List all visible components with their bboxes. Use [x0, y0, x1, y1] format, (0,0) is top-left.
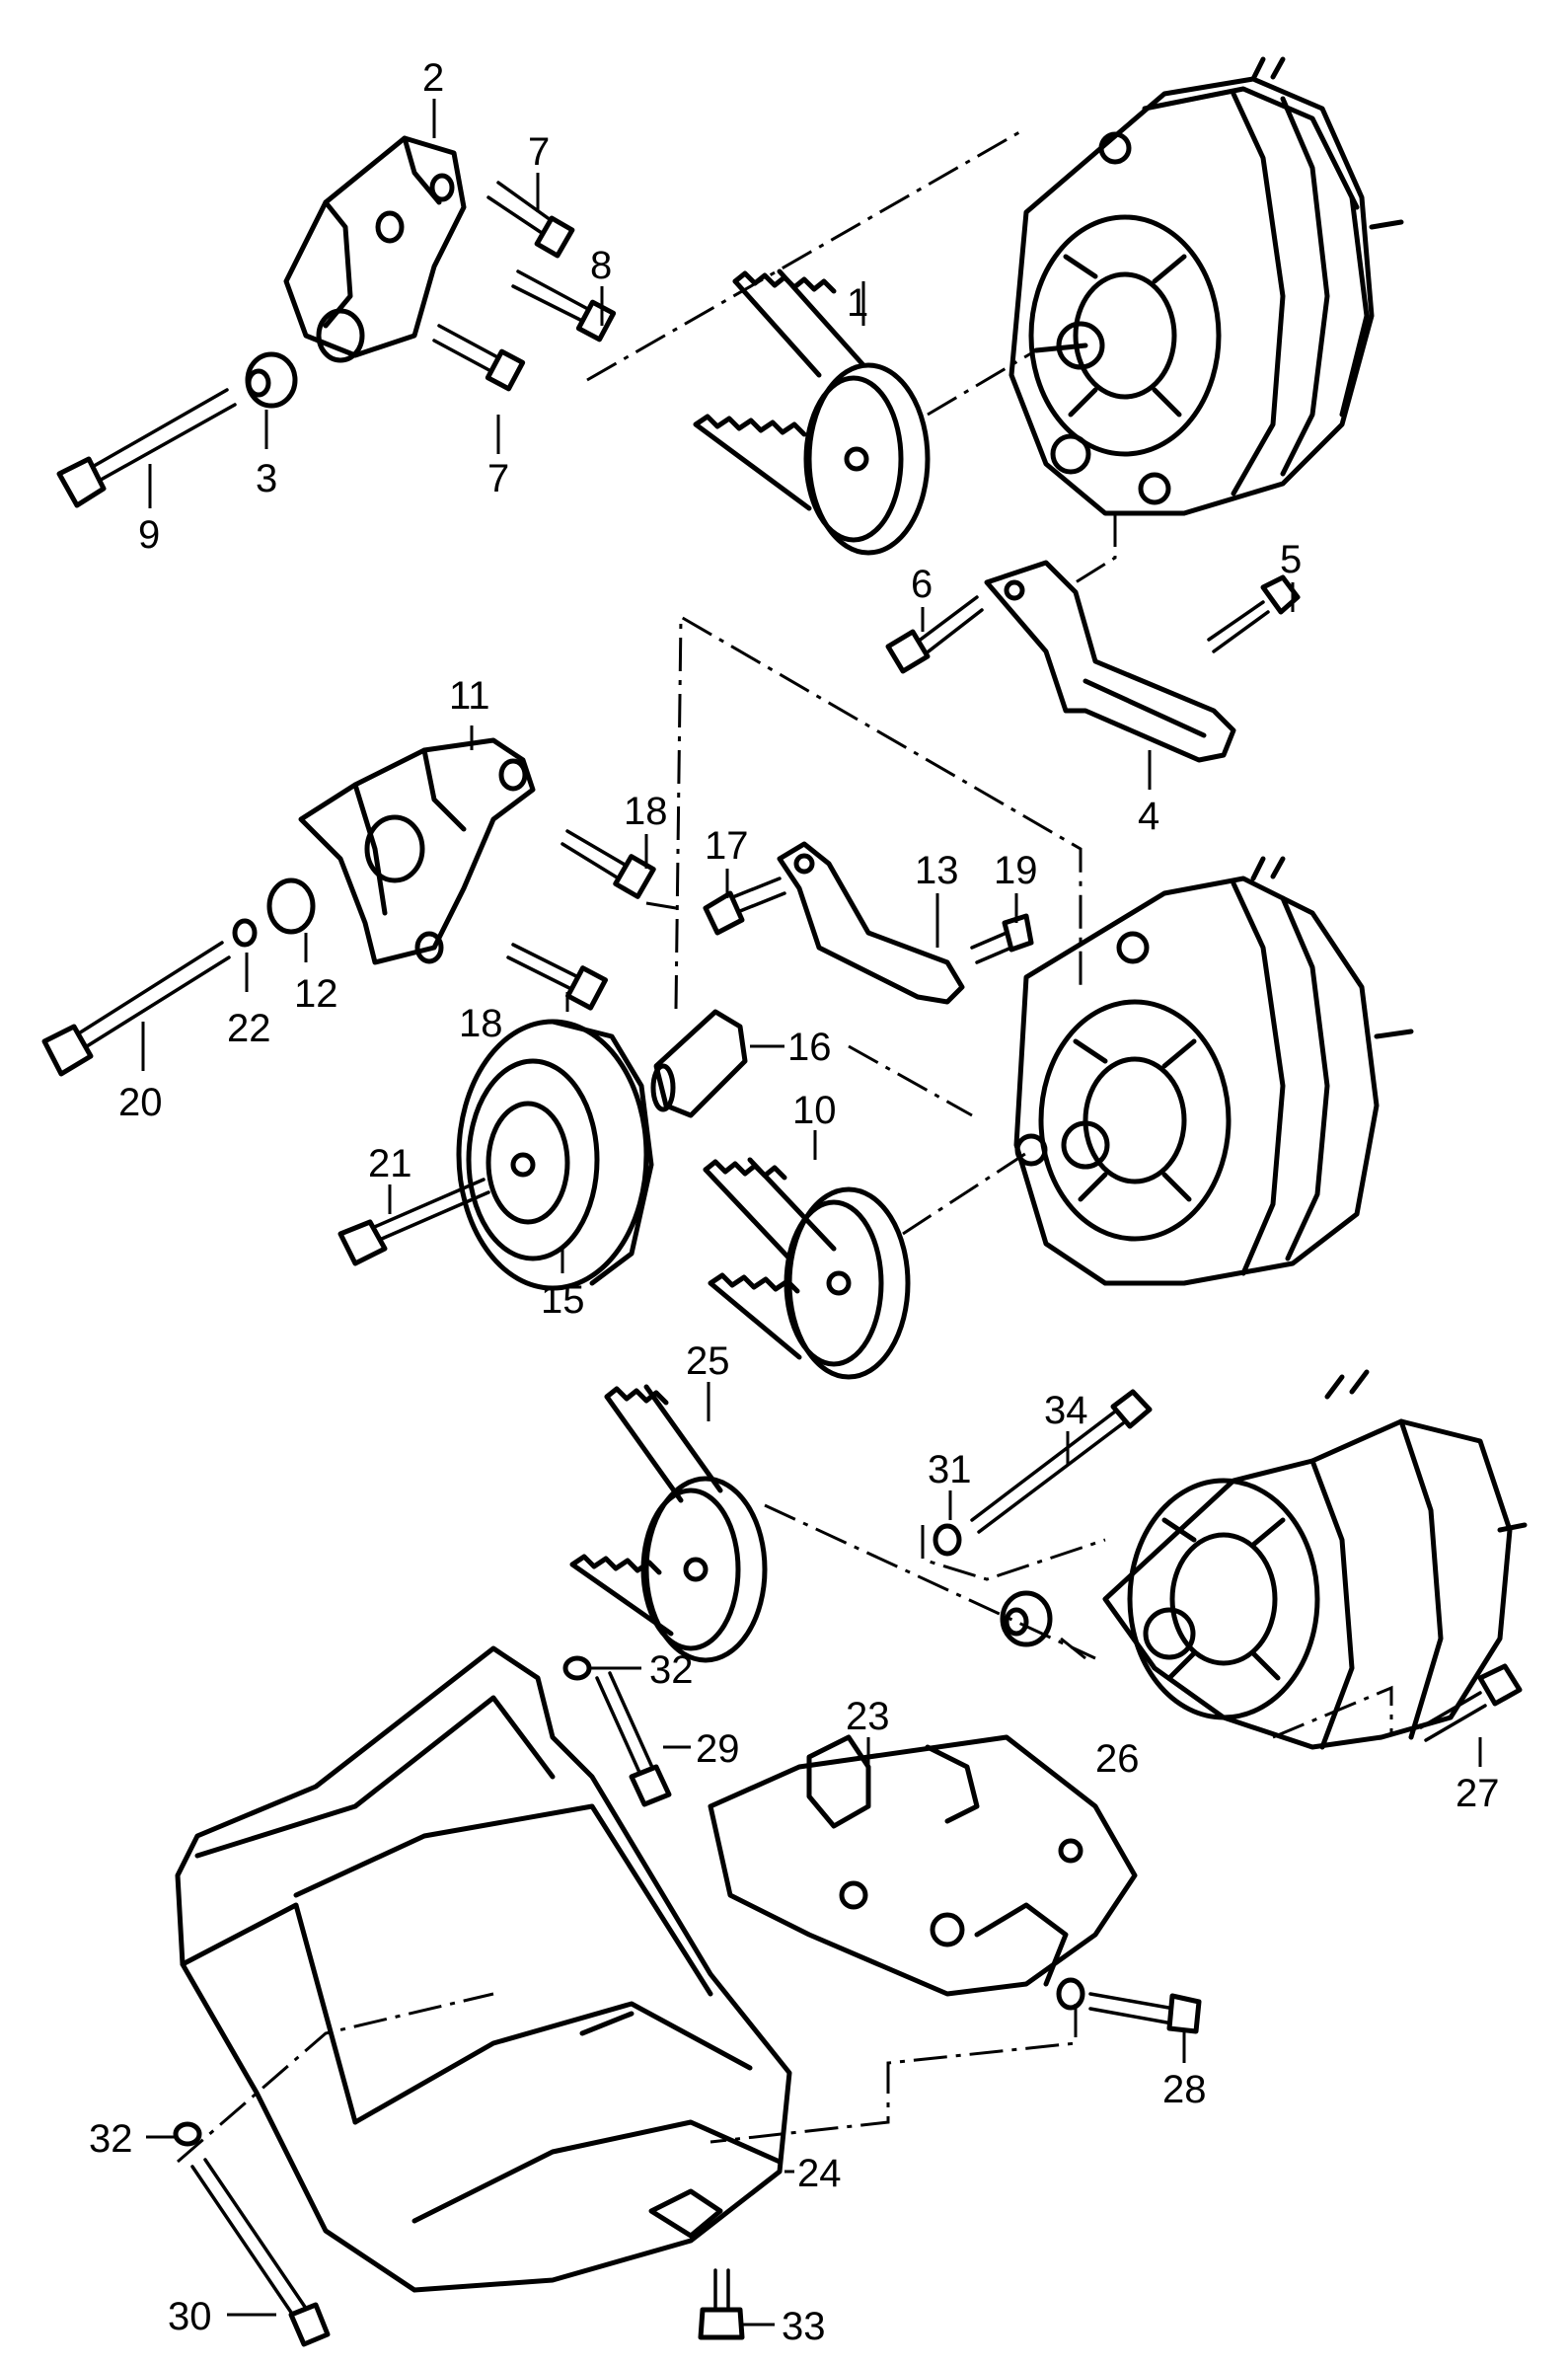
bolts-bottom [562, 1655, 1523, 2034]
heat-shield-24 [173, 1645, 792, 2347]
callout-12: 12 [294, 972, 338, 1016]
callout-2: 2 [422, 56, 444, 100]
callout-10: 10 [792, 1089, 837, 1132]
callout-7a: 7 [528, 130, 550, 174]
callout-9: 9 [138, 513, 160, 557]
callout-31: 31 [928, 1448, 972, 1491]
belt-1 [693, 268, 931, 556]
callout-20: 20 [118, 1081, 163, 1124]
centerline-bot-2 [921, 1525, 1106, 1581]
pulley-15 [337, 1019, 654, 1291]
centerline-mid-2 [902, 1148, 1032, 1236]
leader-lines [141, 99, 1482, 2327]
callout-18a: 18 [624, 790, 668, 833]
callout-32b: 32 [89, 2117, 133, 2161]
bracket-2 [283, 135, 467, 363]
middle-assembly [41, 614, 1414, 1380]
centerline-top-2 [927, 348, 1037, 417]
callout-7b: 7 [487, 457, 509, 500]
belt-25 [569, 1384, 768, 1663]
centerline-bot-3 [1272, 1685, 1393, 1739]
callout-3: 3 [256, 457, 277, 500]
callout-24: 24 [797, 2152, 842, 2195]
belt-10 [703, 1157, 911, 1380]
top-assembly [56, 56, 1404, 763]
callout-8: 8 [590, 244, 612, 287]
callout-22: 22 [227, 1007, 271, 1050]
callout-29: 29 [696, 1727, 740, 1771]
centerline-bot-1 [764, 1503, 1096, 1660]
centerline-bot-4 [709, 2004, 1078, 2144]
bracket-4 [885, 560, 1301, 763]
callout-6: 6 [911, 563, 933, 606]
bolt-9-spacer-3 [56, 351, 298, 508]
centerline-mid-3 [848, 1044, 973, 1117]
callout-19: 19 [994, 849, 1038, 892]
callout-21: 21 [368, 1142, 412, 1185]
centerline-top-1 [586, 126, 1027, 382]
callout-5: 5 [1280, 538, 1302, 581]
bracket-23 [708, 1734, 1138, 1997]
alternator-middle [1013, 856, 1414, 1286]
callout-23: 23 [846, 1695, 890, 1738]
centerline-bot-5 [177, 1992, 494, 2164]
centerline-mid-4 [645, 901, 677, 910]
callout-34: 34 [1044, 1389, 1088, 1432]
alternator-top [1008, 56, 1404, 516]
callout-25: 25 [686, 1339, 730, 1383]
callout-4: 4 [1138, 795, 1159, 838]
callout-33: 33 [782, 2305, 826, 2348]
callout-1: 1 [847, 281, 868, 325]
centerline-mid-1 [674, 614, 1083, 1010]
callout-labels: 2 7 8 7 3 9 1 5 6 4 11 18 17 13 19 18 12… [89, 56, 1500, 2348]
callout-11: 11 [449, 674, 490, 718]
callout-26: 26 [1095, 1737, 1140, 1781]
bolts-18 [506, 829, 656, 1011]
callout-15: 15 [541, 1278, 585, 1322]
callout-32a: 32 [649, 1648, 694, 1692]
bolt-20-parts [41, 878, 316, 1077]
bracket-11 [298, 737, 536, 965]
callout-17: 17 [705, 824, 749, 868]
callout-28: 28 [1162, 2068, 1207, 2111]
callout-27: 27 [1456, 1772, 1500, 1815]
callout-16: 16 [787, 1026, 832, 1069]
callout-18b: 18 [459, 1002, 503, 1045]
spacer-16 [650, 1009, 748, 1118]
callout-30: 30 [168, 2295, 212, 2338]
centerline-top-3 [1075, 513, 1117, 584]
bottom-assembly [173, 1369, 1528, 2347]
arm-13 [703, 841, 1034, 1005]
alternator-bottom [1102, 1369, 1528, 1750]
callout-13: 13 [915, 849, 959, 892]
bolts-7-8 [432, 181, 617, 392]
bolt-34 [933, 1389, 1153, 1557]
